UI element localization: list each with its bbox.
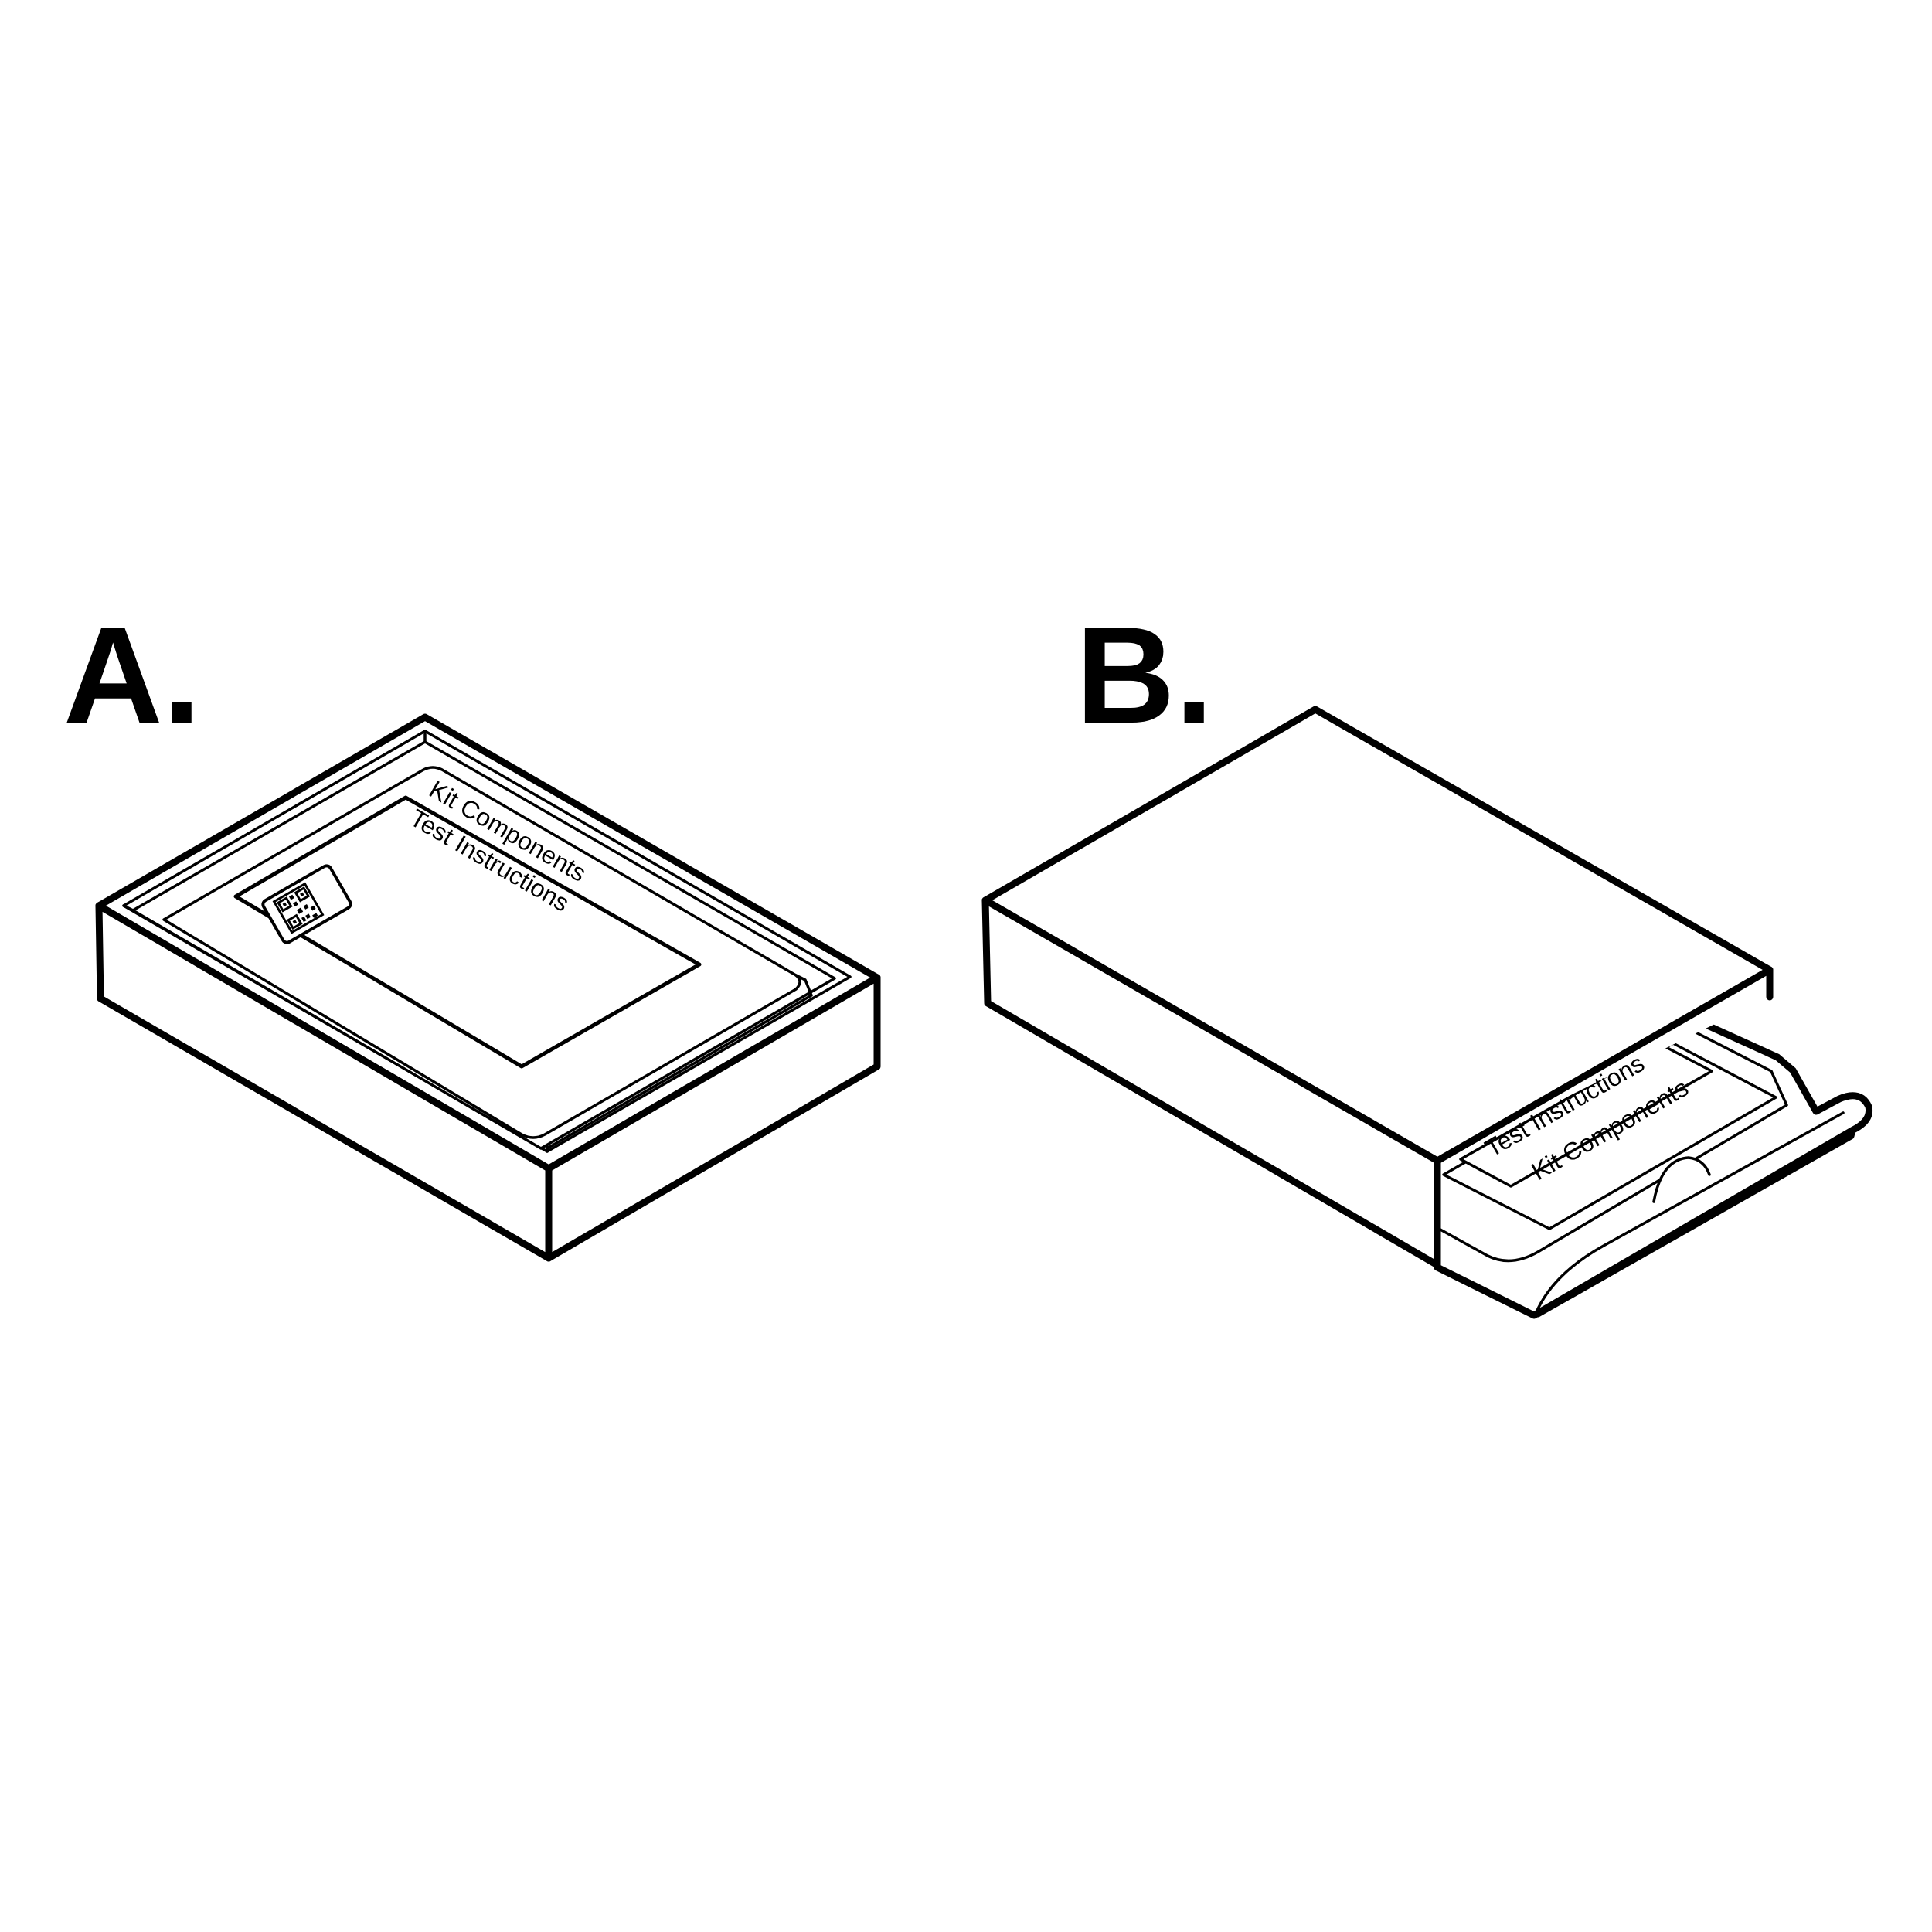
sleeve-opening <box>1434 966 1774 1165</box>
sleeve-side <box>981 896 1441 1269</box>
drawer-pull-tab <box>1535 1111 1845 1314</box>
panel-b: B. Test Instructions Kit Components <box>981 598 1873 1319</box>
qr-code-icon <box>261 864 352 944</box>
box-side-right <box>545 974 881 1262</box>
panel-b-label: B. <box>1076 598 1213 752</box>
card-fold-edge <box>546 974 813 1150</box>
test-instructions-sheet <box>233 795 702 1069</box>
thumb-notch <box>1652 1156 1711 1203</box>
panel-a-label: A. <box>63 598 201 752</box>
sleeve-box: Test Instructions Kit Components <box>981 706 1873 1319</box>
panel-a: A. Kit Components Test Instructions <box>63 598 881 1262</box>
open-box: Kit Components Test Instructions <box>95 713 881 1262</box>
